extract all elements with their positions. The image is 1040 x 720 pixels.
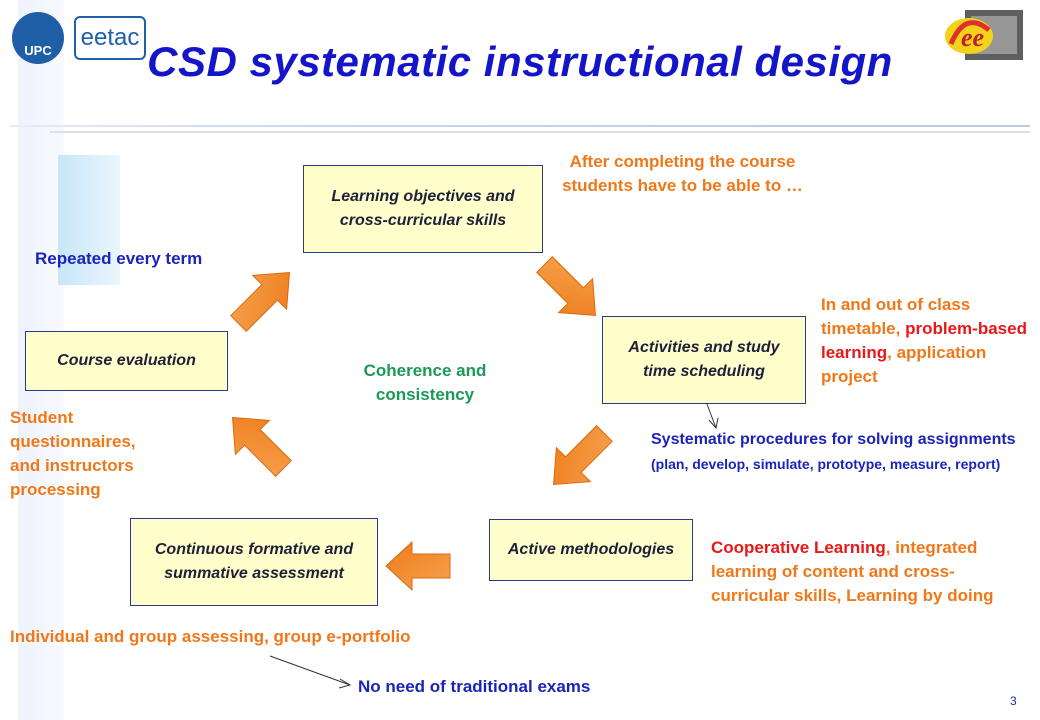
box-learning-objectives: Learning objectives and cross-curricular… xyxy=(303,165,543,253)
in-out-part-2: problem-based learning xyxy=(821,319,1027,362)
cooperative-learning-text: Cooperative Learning, integrated learnin… xyxy=(711,536,1011,608)
arrow-objectives-to-activities xyxy=(536,256,596,316)
eetac-logo-text: eetac xyxy=(80,24,140,51)
box-course-evaluation: Course evaluation xyxy=(25,331,228,391)
cooperative-part-1: Cooperative Learning xyxy=(711,538,886,557)
coherence-text: Coherence and consistency xyxy=(363,361,487,404)
cooperative-part-2: , integrated learning of content and cro… xyxy=(711,538,994,605)
systematic-part-1: Systematic procedures for solving assign… xyxy=(651,431,1016,448)
individual-group-text: Individual and group assessing, group e-… xyxy=(10,627,411,646)
header-divider xyxy=(10,125,1030,127)
box-continuous-assessment: Continuous formative and summative asses… xyxy=(130,518,378,606)
eetac-logo: eetac xyxy=(74,16,146,60)
arrow-evaluation-to-objectives xyxy=(230,272,290,332)
box-active-methodologies: Active methodologies xyxy=(489,519,693,581)
pointer-line-activities xyxy=(706,403,717,429)
pointer-line-exams xyxy=(269,655,351,686)
in-out-class-text: In and out of class timetable, problem-b… xyxy=(821,293,1031,389)
in-out-part-1: In and out of class timetable, xyxy=(821,295,971,338)
systematic-part-2: (plan, develop, simulate, prototype, mea… xyxy=(651,456,1001,472)
ee-logo: ee xyxy=(945,10,1023,60)
no-need-exams-text: No need of traditional exams xyxy=(358,677,591,696)
student-questionnaires-text: Student questionnaires, and instructors … xyxy=(10,408,136,499)
ee-logo-text: ee xyxy=(961,23,984,52)
left-decor-bar xyxy=(58,155,120,285)
after-completing-text: After completing the course students hav… xyxy=(562,152,803,195)
upc-logo: UPC xyxy=(12,12,64,64)
upc-logo-text: UPC xyxy=(24,43,52,58)
box-activities-scheduling: Activities and study time scheduling xyxy=(602,316,806,404)
systematic-procedures-text: Systematic procedures for solving assign… xyxy=(651,428,1026,477)
page-number: 3 xyxy=(1010,694,1017,708)
arrow-active-to-assessment xyxy=(385,540,451,592)
repeated-every-term-text: Repeated every term xyxy=(35,249,203,268)
header-divider-2 xyxy=(50,131,1030,133)
page-title: CSD systematic instructional design xyxy=(147,38,893,85)
in-out-part-3: , application project xyxy=(821,343,987,386)
arrow-assessment-to-evaluation xyxy=(232,417,292,477)
arrow-activities-to-active xyxy=(553,425,613,485)
